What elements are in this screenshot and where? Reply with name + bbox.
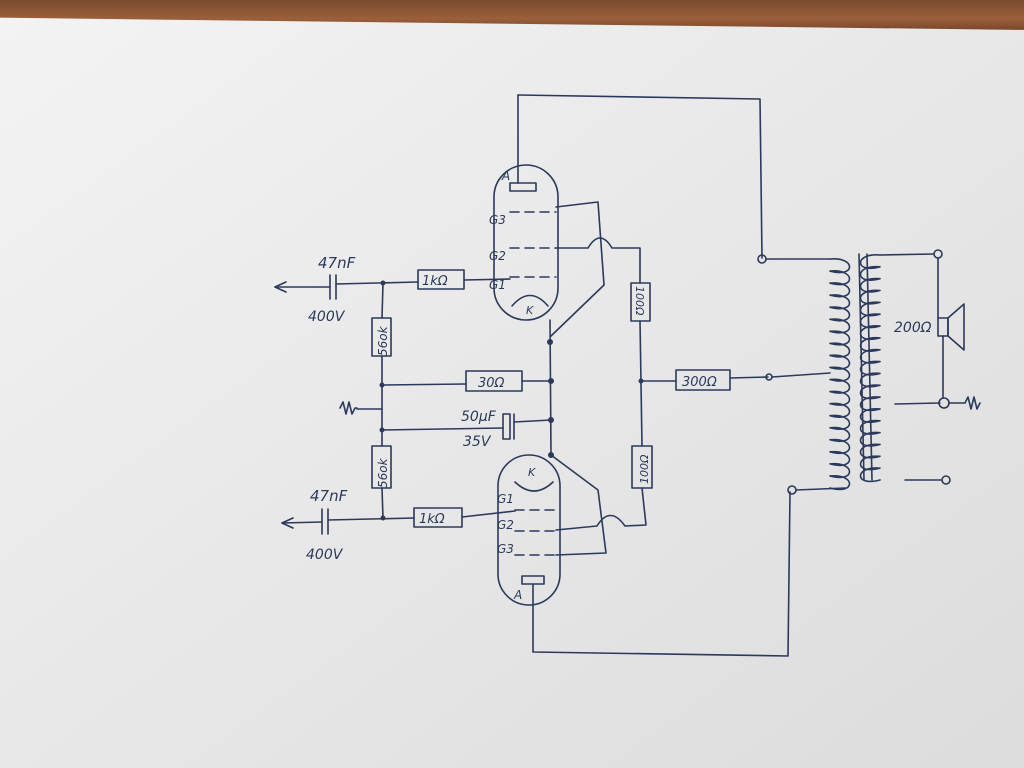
lower-g2-wire xyxy=(555,487,647,531)
lower-cathode xyxy=(514,481,554,492)
upper-tube: A G3 G2 G1 K xyxy=(489,94,559,321)
lower-g1-label: G1 xyxy=(497,492,514,506)
primary-bottom-terminal xyxy=(787,485,797,495)
secondary-top-terminal xyxy=(933,249,943,259)
lower-g2-label: G2 xyxy=(497,518,514,532)
upper-g3-to-cathode-wire xyxy=(550,201,605,337)
upper-g2-wire xyxy=(555,237,641,284)
cathode-cap-wire-right xyxy=(513,419,552,423)
upper-tube-envelope xyxy=(493,164,559,321)
lower-input-stage: 47nF 400V 1kΩ xyxy=(281,487,516,563)
secondary-winding xyxy=(859,254,881,483)
lower-cap-value: 47nF xyxy=(310,487,348,505)
lower-anode-lead xyxy=(532,491,791,657)
upper-anode-to-transformer-wire xyxy=(517,94,763,259)
bias-network: 56ok 56ok xyxy=(339,282,392,519)
lower-cap-to-resistor-wire xyxy=(327,517,415,521)
speaker: 200Ω xyxy=(894,257,965,399)
cathode-network: 30Ω 50µF 35V xyxy=(381,319,554,458)
upper-anode-label: A xyxy=(501,169,510,183)
upper-cap-voltage: 400V xyxy=(308,309,346,325)
cathode-cap-wire-left xyxy=(381,427,504,431)
lower-grid-wire xyxy=(461,510,516,518)
feed-resistor-value: 300Ω xyxy=(682,375,717,390)
lower-junction xyxy=(380,515,386,521)
lower-cathode-label: K xyxy=(528,466,536,479)
lower-anode-label: A xyxy=(513,588,522,602)
secondary-bottom-terminal xyxy=(941,475,951,485)
cathode-cap-value: 50µF xyxy=(461,409,497,425)
cathode-cap-voltage: 35V xyxy=(463,434,492,450)
cathode-resistor-wire-left xyxy=(381,383,467,386)
screen-grid-network: 100Ω 100Ω 300Ω xyxy=(555,237,831,531)
primary-bottom-wire xyxy=(795,487,846,491)
bias-resistor-upper-value: 56ok xyxy=(376,325,390,356)
feed-resistor xyxy=(675,369,731,391)
cathode-cap-body xyxy=(502,413,511,440)
primary-winding xyxy=(829,258,851,491)
bias-resistor-lower-value: 56ok xyxy=(376,457,390,488)
bias-wire-1 xyxy=(381,282,384,319)
feed-wire-mid xyxy=(729,376,769,379)
lower-screen-resistor-value: 100Ω xyxy=(638,454,651,484)
lower-anode-plate xyxy=(521,575,545,585)
cathode-node-1 xyxy=(547,339,553,345)
lower-g3-label: G3 xyxy=(497,542,514,556)
lower-grid-resistor-value: 1kΩ xyxy=(419,512,445,527)
lower-g3-to-cathode-wire xyxy=(550,454,607,556)
bias-ground-icon xyxy=(339,401,358,415)
secondary-top-wire xyxy=(879,253,935,256)
speaker-magnet xyxy=(937,317,949,337)
speaker-impedance-label: 200Ω xyxy=(894,320,932,336)
upper-g3-label: G3 xyxy=(489,213,506,227)
upper-cathode-label: K xyxy=(526,304,534,317)
upper-input-arrow xyxy=(274,281,287,293)
upper-g1-label: G1 xyxy=(489,278,506,292)
upper-input-stage: 47nF 400V 1kΩ xyxy=(274,254,511,325)
upper-grid-wire xyxy=(463,278,511,281)
speaker-cone-icon xyxy=(947,303,965,351)
upper-grid-resistor-value: 1kΩ xyxy=(422,274,448,289)
upper-cap-to-resistor-wire xyxy=(335,281,419,285)
upper-cathode xyxy=(511,294,549,307)
upper-anode-plate xyxy=(509,182,537,192)
bias-wire-3 xyxy=(381,487,384,519)
upper-g2-label: G2 xyxy=(489,249,506,263)
speaker-ground-icon xyxy=(948,396,981,410)
lower-input-wire xyxy=(281,521,323,524)
cathode-resistor-value: 30Ω xyxy=(478,376,505,391)
lower-tube: K G1 G2 G3 A xyxy=(497,454,791,657)
secondary-tap-wire xyxy=(894,402,941,405)
upper-cap-value: 47nF xyxy=(318,254,356,272)
lower-cap-voltage: 400V xyxy=(306,547,344,563)
lower-input-arrow xyxy=(281,517,294,529)
output-transformer xyxy=(757,249,981,495)
upper-screen-resistor-value: 100Ω xyxy=(633,286,646,316)
center-tap-wire xyxy=(771,372,831,378)
